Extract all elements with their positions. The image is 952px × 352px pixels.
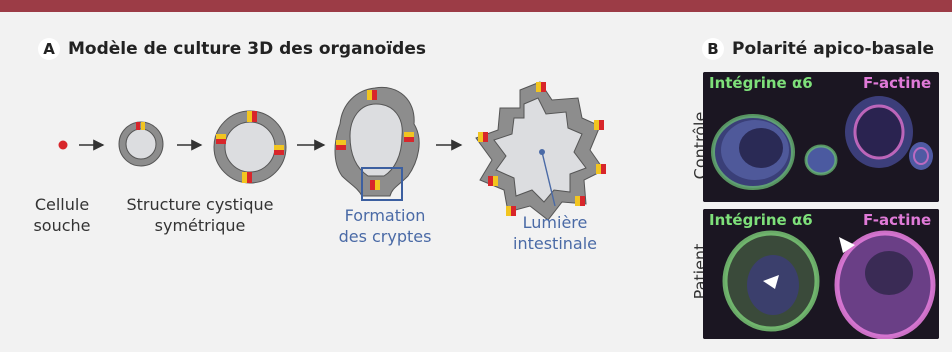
micrograph-controle: Intégrine α6 F-actine <box>703 72 939 202</box>
small-cyst <box>119 122 163 166</box>
stem-cell <box>59 141 68 150</box>
stain-integrine-patient: Intégrine α6 <box>709 211 813 229</box>
label-formation-cryptes: Formation des cryptes <box>330 205 440 247</box>
stain-factine-controle: F-actine <box>863 74 931 92</box>
label-structure-cystique: Structure cystique symétrique <box>120 194 280 236</box>
micrograph-patient: Intégrine α6 F-actine <box>703 209 939 339</box>
symmetric-cyst <box>214 111 286 183</box>
stain-integrine-controle: Intégrine α6 <box>709 74 813 92</box>
crypt-forming-organoid <box>335 87 419 200</box>
label-lumiere-intestinale: Lumière intestinale <box>500 212 610 254</box>
mature-organoid <box>476 82 606 220</box>
stain-factine-patient: F-actine <box>863 211 931 229</box>
label-cellule-souche: Cellule souche <box>22 194 102 236</box>
